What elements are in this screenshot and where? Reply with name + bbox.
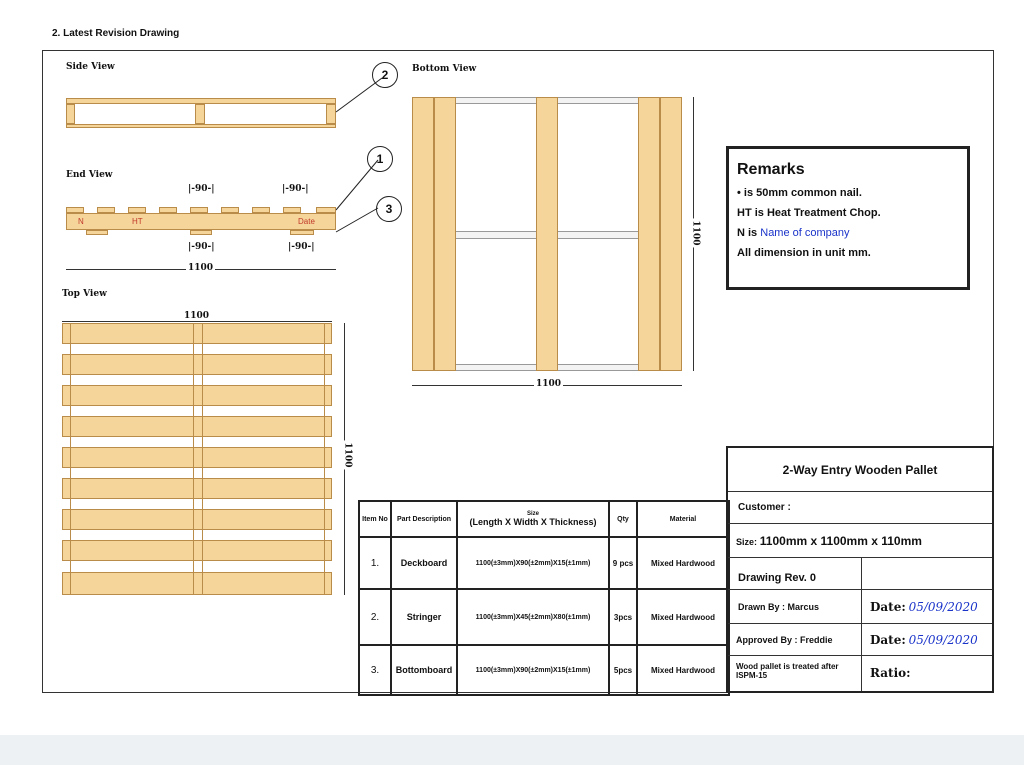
end-dim-90-top-1: |-90-|	[188, 184, 215, 194]
title-block-date-1: Date: 05/09/2020	[862, 590, 992, 624]
top-view-label: Top View	[62, 289, 107, 299]
bottom-dim-1100: 1100	[534, 379, 564, 389]
table-header-row: Item No Part Description Size(Length X W…	[358, 500, 730, 538]
th-item-no: Item No	[358, 500, 392, 538]
title-block-ratio: Ratio:	[870, 666, 911, 680]
parts-table: Item No Part Description Size(Length X W…	[358, 500, 730, 696]
remarks-title: Remarks	[737, 161, 805, 178]
end-label-ht: HT	[132, 217, 143, 226]
page-heading: 2. Latest Revision Drawing	[52, 28, 180, 39]
remarks-line-2: HT is Heat Treatment Chop.	[737, 207, 881, 219]
title-block-size: Size: 1100mm x 1100mm x 110mm	[728, 524, 992, 558]
end-stringer-block	[66, 213, 336, 230]
end-bottom-board-1	[86, 230, 108, 235]
side-stringer-left	[66, 104, 75, 124]
callout-1: 1	[367, 146, 393, 172]
remarks-box: Remarks • is 50mm common nail. HT is Hea…	[726, 146, 970, 290]
remarks-line-4: All dimension in unit mm.	[737, 247, 871, 259]
table-row: 1. Deckboard 1100(±3mm)X90(±2mm)X15(±1mm…	[358, 536, 730, 590]
remarks-line-1: is 50mm common nail.	[743, 187, 862, 199]
side-view-label: Side View	[66, 62, 115, 72]
title-block-date-2: Date: 05/09/2020	[862, 624, 992, 656]
title-block: 2-Way Entry Wooden Pallet Customer : Siz…	[726, 446, 994, 693]
end-label-date: Date	[298, 217, 315, 226]
title-block-title: 2-Way Entry Wooden Pallet	[728, 448, 992, 492]
th-material: Material	[636, 500, 730, 538]
side-top-board	[66, 98, 336, 104]
top-dim-1100: 1100	[182, 311, 212, 321]
top-dim-line	[62, 321, 332, 322]
end-label-n: N	[78, 217, 84, 226]
top-view-deck	[62, 323, 332, 595]
bottom-vdim-1100: 1100	[690, 218, 701, 248]
title-block-customer: Customer :	[728, 492, 992, 524]
table-row: 3. Bottomboard 1100(±3mm)X90(±2mm)X15(±1…	[358, 644, 730, 696]
bottom-view-frame	[412, 97, 682, 371]
nail-symbol: •	[737, 187, 741, 199]
remarks-company: Name of company	[760, 227, 850, 239]
end-dim-90-bot-1: |-90-|	[188, 242, 215, 252]
table-row: 2. Stringer 1100(±3mm)X45(±2mm)X80(±1mm)…	[358, 588, 730, 646]
top-vdim-1100: 1100	[342, 440, 353, 470]
end-view-label: End View	[66, 170, 113, 180]
title-block-drawn-by: Drawn By : Marcus	[728, 590, 862, 624]
title-block-approved-by: Approved By : Freddie	[728, 624, 862, 656]
th-part-desc: Part Description	[390, 500, 458, 538]
side-bottom-board	[66, 124, 336, 128]
end-dim-1100: 1100	[186, 263, 216, 273]
side-stringer-mid	[195, 104, 205, 124]
th-size: Size(Length X Width X Thickness)	[456, 500, 610, 538]
end-dim-90-bot-2: |-90-|	[288, 242, 315, 252]
side-stringer-right	[326, 104, 336, 124]
end-dim-90-top-2: |-90-|	[282, 184, 309, 194]
title-block-drawing-rev: Drawing Rev. 0	[728, 558, 862, 590]
end-bottom-board-3	[290, 230, 314, 235]
title-block-note: Wood pallet is treated after ISPM-15	[728, 656, 862, 691]
end-top-slats	[66, 207, 336, 213]
bottom-view-label: Bottom View	[412, 64, 477, 74]
th-qty: Qty	[608, 500, 638, 538]
callout-3: 3	[376, 196, 402, 222]
remarks-line-3: N is	[737, 227, 758, 239]
viewer-footer-bar	[0, 735, 1024, 765]
title-block-blank	[862, 558, 992, 590]
end-bottom-board-2	[190, 230, 212, 235]
callout-2: 2	[372, 62, 398, 88]
